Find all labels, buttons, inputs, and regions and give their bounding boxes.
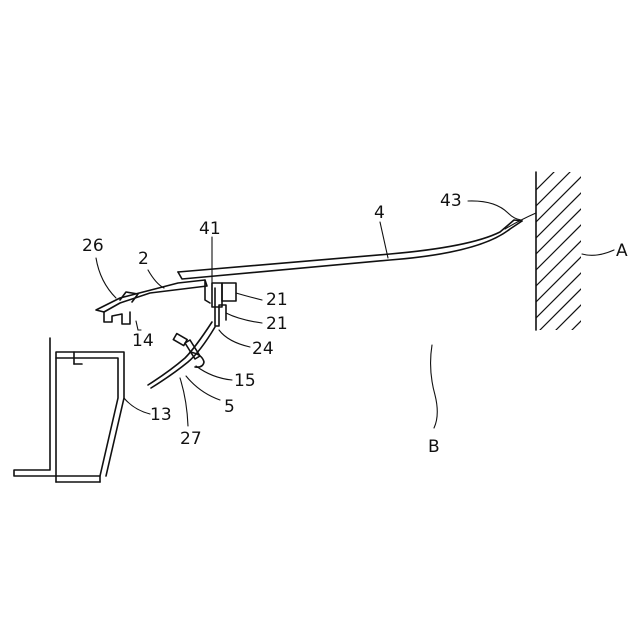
label-21-lower: 21 (266, 314, 288, 334)
label-b: B (428, 437, 440, 457)
wall-a (536, 170, 600, 342)
label-43: 43 (440, 191, 462, 211)
label-15: 15 (234, 371, 256, 391)
label-24: 24 (252, 339, 274, 359)
label-21-upper: 21 (266, 290, 288, 310)
label-13: 13 (150, 405, 172, 425)
label-14: 14 (132, 331, 154, 351)
label-5: 5 (224, 397, 235, 417)
column-profile-13 (14, 338, 124, 482)
label-2: 2 (138, 249, 149, 269)
label-41: 41 (199, 219, 221, 239)
fastener-15 (148, 322, 215, 388)
label-26: 26 (82, 236, 104, 256)
label-27: 27 (180, 429, 202, 449)
panel-4 (178, 213, 536, 279)
label-a: A (616, 241, 628, 261)
label-4: 4 (374, 203, 385, 223)
frame-member-2 (96, 280, 236, 326)
